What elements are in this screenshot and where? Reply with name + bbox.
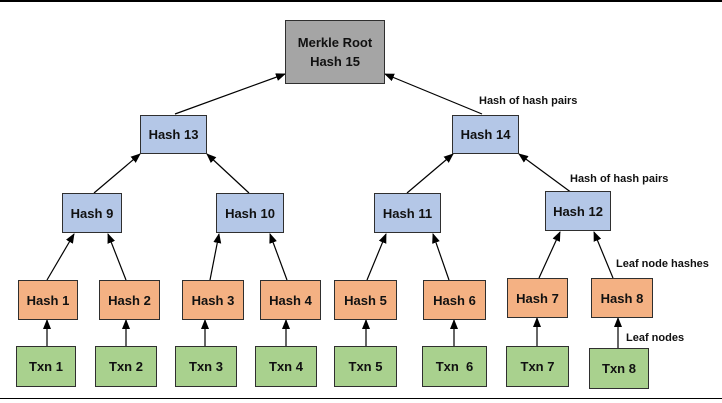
- edge-hash1-hash9: [46, 233, 75, 281]
- txn-6-node: Txn 6: [422, 346, 487, 387]
- annotation-hash-of-hash-pairs-mid: Hash of hash pairs: [570, 173, 669, 185]
- hash-2-node: Hash 2: [99, 280, 160, 320]
- edge-hash2-hash9: [107, 233, 127, 281]
- txn-4-node: Txn 4: [255, 346, 317, 387]
- annotation-leaf-nodes: Leaf nodes: [626, 332, 685, 344]
- edge-hash11-hash14: [406, 153, 454, 194]
- edge-hash12-hash14: [518, 153, 573, 194]
- hash-14-node: Hash 14: [452, 115, 519, 154]
- edge-hash3-hash10: [209, 233, 222, 281]
- hash-7-node: Hash 7: [507, 278, 568, 318]
- txn-3-node: Txn 3: [175, 346, 237, 387]
- txn-8-node: Txn 8: [589, 348, 649, 389]
- bottom-border-line: [0, 398, 722, 399]
- txn-2-node: Txn 2: [95, 346, 157, 387]
- edge-hash10-hash13: [206, 153, 250, 194]
- txn-7-node: Txn 7: [506, 346, 569, 387]
- root-hash: Hash 15: [310, 54, 360, 69]
- top-border-line: [0, 0, 722, 2]
- edge-hash5-hash11: [366, 233, 387, 281]
- edge-hash7-hash12: [538, 231, 561, 279]
- annotation-hash-of-hash-pairs-top: Hash of hash pairs: [479, 95, 578, 107]
- root-title: Merkle Root: [297, 35, 373, 50]
- edge-hash4-hash10: [269, 233, 288, 281]
- hash-1-node: Hash 1: [18, 280, 78, 320]
- hash-9-node: Hash 9: [62, 193, 122, 233]
- hash-11-node: Hash 11: [374, 193, 441, 233]
- hash-12-node: Hash 12: [545, 191, 611, 231]
- annotation-leaf-node-hashes: Leaf node hashes: [616, 258, 709, 270]
- merkle-root-node: Merkle Root Hash 15: [285, 20, 385, 84]
- edge-hash13-root: [174, 73, 286, 115]
- txn-1-node: Txn 1: [16, 346, 76, 387]
- hash-4-node: Hash 4: [260, 280, 321, 320]
- hash-5-node: Hash 5: [334, 280, 397, 320]
- hash-3-node: Hash 3: [182, 280, 244, 320]
- txn-5-node: Txn 5: [334, 346, 397, 387]
- hash-6-node: Hash 6: [423, 280, 486, 320]
- hash-13-node: Hash 13: [140, 115, 207, 154]
- edge-hash9-hash13: [93, 153, 141, 194]
- hash-10-node: Hash 10: [216, 193, 284, 233]
- edge-hash8-hash12: [593, 231, 614, 279]
- edge-hash14-root: [384, 73, 483, 115]
- hash-8-node: Hash 8: [591, 278, 653, 318]
- edge-hash6-hash11: [432, 233, 450, 281]
